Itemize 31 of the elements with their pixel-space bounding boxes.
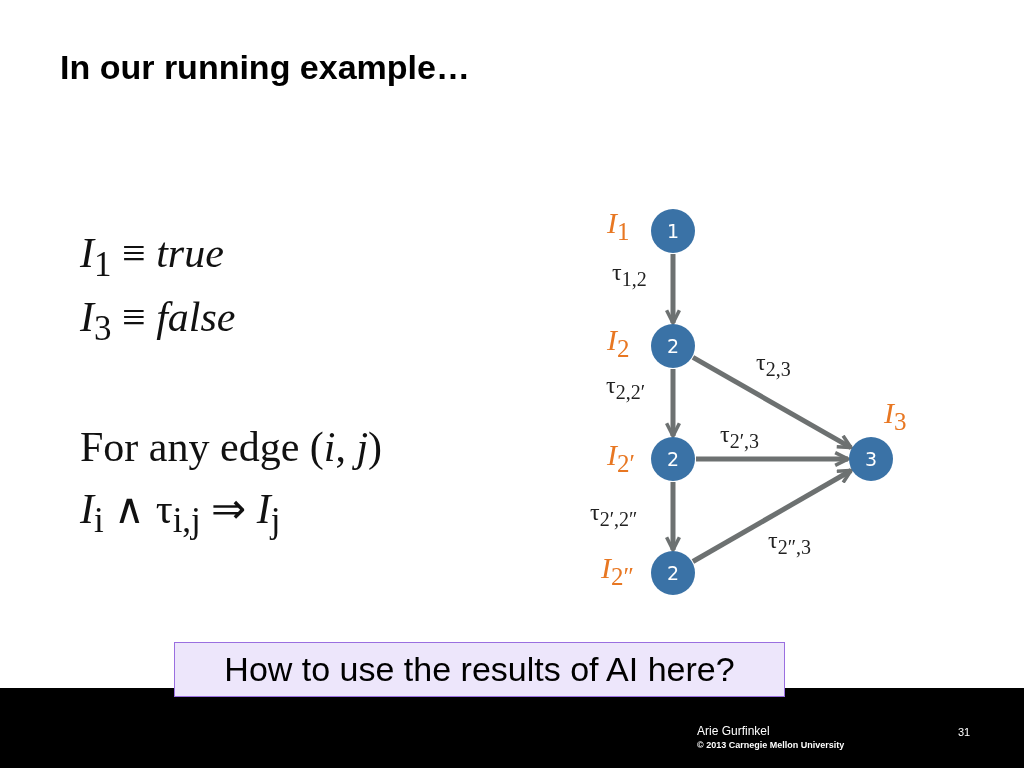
- arrow: [664, 254, 682, 325]
- formula-text: For any edge (i, j): [80, 426, 383, 468]
- edge-label: τ$_{1,2}$: [612, 260, 647, 289]
- invariant-label: I$_{1}$: [607, 208, 630, 244]
- edge-label: τ$_{2″,3}$: [768, 528, 811, 557]
- state-circle: 3: [849, 437, 893, 481]
- invariant-label: I$_{2″}$: [601, 553, 634, 589]
- invariant-label: I$_{2}$: [607, 325, 630, 361]
- state-circle: 2: [651, 551, 695, 595]
- arrow: [664, 369, 682, 438]
- formula-text: I$_{1}$ ≡ true: [80, 232, 224, 283]
- formula-text: I$_{3}$ ≡ false: [80, 296, 236, 347]
- edge-label: τ$_{2,3}$: [756, 350, 791, 379]
- edge-label: τ$_{2,2′}$: [606, 373, 646, 402]
- invariant-label: I$_{3}$: [884, 398, 907, 434]
- edge-label: τ$_{2′,2″}$: [590, 500, 638, 529]
- question-box: How to use the results of AI here?: [174, 642, 785, 697]
- arrow: [691, 468, 853, 564]
- arrow: [691, 355, 853, 450]
- invariant-label: I$_{2′}$: [607, 440, 635, 476]
- slide-title: In our running example…: [60, 48, 470, 87]
- state-circle: 2: [651, 324, 695, 368]
- author-name: Arie Gurfinkel: [697, 724, 770, 738]
- arrow: [696, 450, 850, 468]
- copyright-note: © 2013 Carnegie Mellon University: [697, 740, 845, 750]
- state-circle: 1: [651, 209, 695, 253]
- state-circle: 2: [651, 437, 695, 481]
- arrow: [664, 482, 682, 552]
- edge-label: τ$_{2′,3}$: [720, 422, 760, 451]
- page-number: 31: [958, 726, 971, 738]
- formula-text: I$_{i}$ ∧ τ$_{i,j}$ ⇒ I$_{j}$: [80, 488, 281, 539]
